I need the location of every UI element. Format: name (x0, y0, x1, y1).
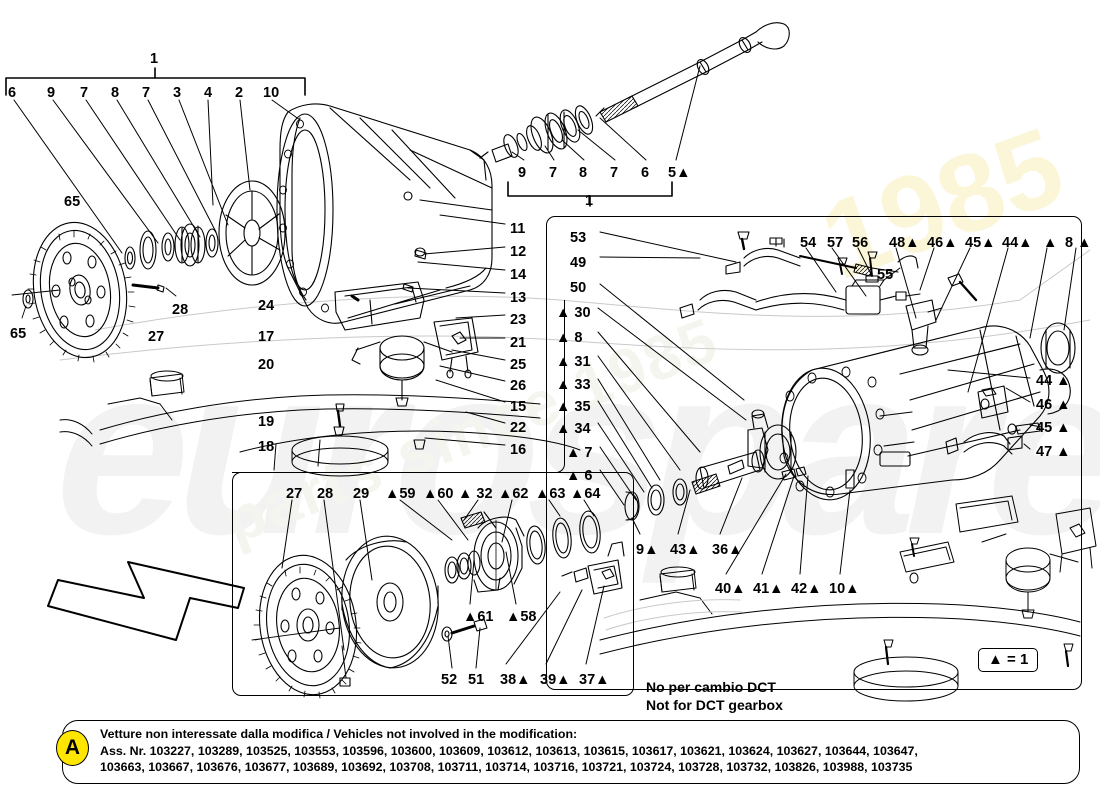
callout-47-right_panel_right_column: 47 ▲ (1036, 444, 1071, 460)
callout-2-top_left_row: 2 (235, 85, 244, 101)
callout-42-right_panel_bottom: 42▲ (791, 581, 822, 597)
callout-6-top_left_row: 6 (8, 85, 17, 101)
callout-48-right_panel_top_row: 48▲ (889, 235, 920, 251)
callout-28-bottom_panel_top_row: 28 (317, 486, 334, 502)
callout-22-center_column: 22 (510, 420, 527, 436)
callout-46-right_panel_right_column: 46 ▲ (1036, 397, 1071, 413)
callout-9-top_left_row: 9 (47, 85, 56, 101)
callout-41-right_panel_bottom: 41▲ (753, 581, 784, 597)
panel-flywheel-bottom (232, 472, 634, 696)
callout-5-top_right_row: 5▲ (668, 165, 691, 181)
callout-14-center_column: 14 (510, 267, 527, 283)
callout-52-bottom_panel_bottom_row: 52 (441, 672, 458, 688)
callout-53-right_panel_left_column: 53 (570, 230, 587, 246)
callout-17-left_side: 17 (258, 329, 275, 345)
callout-62-bottom_panel_top_row: ▲62 (498, 486, 529, 502)
callout-56-right_panel_top_row: 56 (852, 235, 869, 251)
callout-59-bottom_panel_top_row: ▲59 (385, 486, 416, 502)
callout-16-center_column: 16 (510, 442, 527, 458)
callout-3-top_left_row: 3 (173, 85, 182, 101)
legend-triangle-equals: ▲ = 1 (978, 648, 1039, 672)
callout-65-left_side: 65 (10, 326, 27, 342)
callout-9-top_right_row: 9 (518, 165, 527, 181)
callout-21-center_column: 21 (510, 335, 527, 351)
callout-44-right_panel_right_column: 44 ▲ (1036, 373, 1071, 389)
callout-7-top_left_row: 7 (80, 85, 89, 101)
callout-38-bottom_panel_bottom_row: 38▲ (500, 672, 531, 688)
callout-27-bottom_panel_top_row: 27 (286, 486, 303, 502)
callout-20-left_side: 20 (258, 357, 275, 373)
callout-35-right_panel_left_column: ▲ 35 (556, 399, 591, 415)
callout-57-right_panel_top_row: 57 (827, 235, 844, 251)
callout-58-bottom_panel_mid: ▲58 (506, 609, 537, 625)
bottom-note-text: Vetture non interessate dalla modifica /… (100, 726, 1075, 776)
callout-28-left_side: 28 (172, 302, 189, 318)
callout-61-bottom_panel_mid: ▲61 (463, 609, 494, 625)
callout-8-right_panel_top_row: 8 ▲ (1065, 235, 1092, 251)
callout-24-left_side: 24 (258, 298, 275, 314)
callout-6-top_right_row: 6 (641, 165, 650, 181)
callout-51-bottom_panel_bottom_row: 51 (468, 672, 485, 688)
panel-top-left (232, 300, 565, 473)
callout-11-center_column: 11 (510, 221, 526, 237)
callout-7-right_panel_left_column: ▲ 7 (566, 445, 593, 461)
callout-33-right_panel_left_column: ▲ 33 (556, 377, 591, 393)
bottom-note-line2: Ass. Nr. 103227, 103289, 103525, 103553,… (100, 743, 918, 758)
callout-65-left_side: 65 (64, 194, 81, 210)
callout-23-center_column: 23 (510, 312, 527, 328)
callout-31-right_panel_left_column: ▲ 31 (556, 354, 591, 370)
callout-49-right_panel_left_column: 49 (570, 255, 587, 271)
callout-15-center_column: 15 (510, 399, 527, 415)
callout-13-center_column: 13 (510, 290, 527, 306)
callout-46-right_panel_top_row: 46▲ (927, 235, 958, 251)
callout-7-top_left_row: 7 (142, 85, 151, 101)
callout-45-right_panel_right_column: 45 ▲ (1036, 420, 1071, 436)
callout-26-center_column: 26 (510, 378, 527, 394)
bottom-note-line3: 103663, 103667, 103676, 103677, 103689, … (100, 760, 913, 775)
callout-18-left_side: 18 (258, 439, 275, 455)
callout-29-bottom_panel_top_row: 29 (353, 486, 370, 502)
note-badge-a: A (56, 730, 89, 766)
callout--right_panel_top_row: ▲ (1043, 235, 1058, 251)
callout-64-bottom_panel_top_row: ▲64 (570, 486, 601, 502)
callout-25-center_column: 25 (510, 357, 527, 373)
callout-43-right_panel_bottom: 43▲ (670, 542, 701, 558)
callout-55-right_panel_top_row: 55 (877, 267, 894, 283)
callout-34-right_panel_left_column: ▲ 34 (556, 421, 591, 437)
callout-9-right_panel_bottom: 9▲ (636, 542, 659, 558)
callout-45-right_panel_top_row: 45▲ (965, 235, 996, 251)
callout-36-right_panel_bottom: 36▲ (712, 542, 743, 558)
callout-6-right_panel_left_column: ▲ 6 (566, 468, 593, 484)
callout-39-bottom_panel_bottom_row: 39▲ (540, 672, 571, 688)
panel-gearbox-right (546, 216, 1082, 690)
callout-8-top_left_row: 8 (111, 85, 120, 101)
bottom-note-line1: Vetture non interessate dalla modifica /… (100, 727, 578, 741)
dct-note-it: No per cambio DCT (646, 679, 776, 695)
callout-37-bottom_panel_bottom_row: 37▲ (579, 672, 610, 688)
callout-40-right_panel_bottom: 40▲ (715, 581, 746, 597)
callout-60-bottom_panel_top_row: ▲60 (423, 486, 454, 502)
callout-32-bottom_panel_top_row: ▲ 32 (458, 486, 493, 502)
callout-54-right_panel_top_row: 54 (800, 235, 817, 251)
dct-note-en: Not for DCT gearbox (646, 697, 783, 714)
callout-27-left_side: 27 (148, 329, 165, 345)
callout-7-top_right_row: 7 (549, 165, 558, 181)
bottom-note-box (62, 720, 1080, 784)
callout-19-left_side: 19 (258, 414, 275, 430)
callout-8-right_panel_left_column: ▲ 8 (556, 330, 583, 346)
callout-4-top_left_row: 4 (204, 85, 213, 101)
callout-10-right_panel_bottom: 10▲ (829, 581, 860, 597)
group-label-top-right: 1 (585, 193, 594, 209)
dct-note: No per cambio DCT Not for DCT gearbox (646, 678, 783, 714)
callout-10-top_left_row: 10 (263, 85, 280, 101)
callout-30-right_panel_left_column: ▲ 30 (556, 305, 591, 321)
callout-12-center_column: 12 (510, 244, 527, 260)
group-label-top-left: 1 (150, 51, 159, 67)
callout-50-right_panel_left_column: 50 (570, 280, 587, 296)
callout-44-right_panel_top_row: 44▲ (1002, 235, 1033, 251)
callout-8-top_right_row: 8 (579, 165, 588, 181)
callout-7-top_right_row: 7 (610, 165, 619, 181)
callout-63-bottom_panel_top_row: ▲63 (535, 486, 566, 502)
